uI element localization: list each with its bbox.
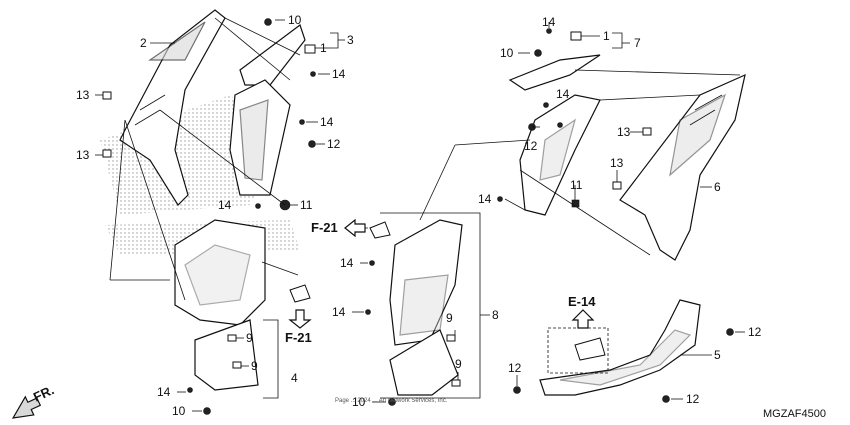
part-3-inner-panel — [229, 24, 306, 196]
ref-f21-bottom: F-21 — [285, 330, 312, 345]
callout-9c: 9 — [446, 311, 453, 325]
callout-10b: 10 — [500, 46, 514, 60]
part-4-lower-cowl — [174, 219, 279, 399]
clip-1b-icon — [570, 31, 582, 41]
callout-10d: 10 — [352, 395, 366, 409]
callout-10c: 10 — [172, 404, 186, 418]
callout-4: 4 — [291, 371, 298, 385]
screw-14e-icon — [255, 203, 261, 209]
part-8-middle-inner — [389, 219, 463, 396]
callout-13d: 13 — [610, 156, 624, 170]
clip-9b-icon — [232, 361, 242, 369]
callout-14c: 14 — [320, 115, 334, 129]
screw-14h-icon — [365, 309, 371, 315]
screw-14a-icon — [546, 28, 552, 34]
callout-12a: 12 — [327, 137, 341, 151]
screw-14f-icon — [497, 196, 503, 202]
part-8-bracket-box — [380, 212, 490, 399]
callout-10a: 10 — [288, 13, 302, 27]
arrow-down-icon — [288, 309, 312, 329]
callout-13a: 13 — [76, 88, 90, 102]
screw-12d-icon — [513, 386, 521, 394]
callout-labels: 10 2 3 1 14 13 14 12 13 11 14 F-21 14 14… — [76, 13, 762, 418]
screw-14c-icon — [299, 119, 305, 125]
clip-1a-icon — [304, 44, 316, 54]
clip-9a-icon — [227, 334, 237, 342]
part-2-upper-cowl — [119, 9, 226, 206]
callout-2: 2 — [140, 36, 147, 50]
front-arrow-icon — [11, 395, 42, 419]
clip-9c-icon — [446, 334, 456, 342]
clip-9d-icon — [451, 379, 461, 387]
callout-12e: 12 — [686, 392, 700, 406]
callout-11b: 11 — [570, 178, 583, 192]
bracket-e14-icon — [574, 337, 606, 361]
callout-6: 6 — [714, 180, 721, 194]
screw-14j-icon — [557, 122, 563, 128]
screw-14i-icon — [187, 387, 193, 393]
clip-parts — [102, 31, 652, 387]
leader-lines — [95, 17, 745, 412]
callout-11a: 11 — [300, 198, 313, 212]
nut-13a-icon — [102, 91, 112, 100]
screw-14g-icon — [369, 260, 375, 266]
part-7-right-inner — [508, 54, 601, 216]
screw-12e-icon — [662, 395, 670, 403]
callout-14b: 14 — [332, 67, 346, 81]
arrow-left-icon — [344, 218, 366, 238]
callout-14a: 14 — [542, 15, 556, 29]
ref-f21-left: F-21 — [311, 220, 338, 235]
nut-13b-icon — [102, 149, 112, 158]
nut-13c-icon — [642, 127, 652, 136]
screw-12c-icon — [726, 328, 734, 336]
nut-13d-icon — [612, 181, 622, 190]
callout-12d: 12 — [508, 361, 522, 375]
screw-14d-icon — [543, 102, 549, 108]
bracket-f21-left-icon — [369, 221, 391, 239]
callout-14i: 14 — [157, 385, 171, 399]
part-5-under-cowl — [539, 299, 701, 396]
ref-e14: E-14 — [568, 294, 596, 309]
bolt-10c-icon — [203, 407, 211, 415]
ref-arrows — [11, 218, 595, 419]
screw-14b-icon — [310, 71, 316, 77]
callout-8: 8 — [492, 308, 499, 322]
callout-14e: 14 — [218, 198, 232, 212]
callout-3: 3 — [347, 33, 354, 47]
bolt-10a-icon — [264, 18, 272, 26]
bolt-10b-icon — [534, 49, 542, 57]
callout-12b: 12 — [524, 139, 538, 153]
bracket-f21-bottom-icon — [289, 284, 311, 303]
callout-1b: 1 — [603, 29, 610, 43]
callout-12c: 12 — [748, 325, 762, 339]
callout-1a: 1 — [320, 41, 327, 55]
callout-5: 5 — [714, 348, 721, 362]
front-indicator-label: FR. — [31, 382, 56, 404]
callout-9b: 9 — [251, 359, 258, 373]
callout-9a: 9 — [246, 331, 253, 345]
nut-11b-icon — [571, 199, 580, 208]
callout-14g: 14 — [340, 256, 354, 270]
callout-14f: 14 — [478, 192, 492, 206]
callout-7: 7 — [634, 36, 641, 50]
bolt-10d-icon — [388, 398, 396, 406]
diagram-code: MGZAF4500 — [763, 408, 826, 420]
callout-14d: 14 — [556, 87, 570, 101]
screw-12a-icon — [308, 140, 316, 148]
callout-14h: 14 — [332, 305, 346, 319]
callout-9d: 9 — [455, 357, 462, 371]
callout-13b: 13 — [76, 148, 90, 162]
copyright-notice: Page ... 2024 ... Ari Network Services, … — [335, 398, 448, 404]
part-6-side-cowl — [619, 73, 746, 261]
callout-13c: 13 — [617, 125, 631, 139]
arrow-up-icon — [571, 309, 595, 329]
